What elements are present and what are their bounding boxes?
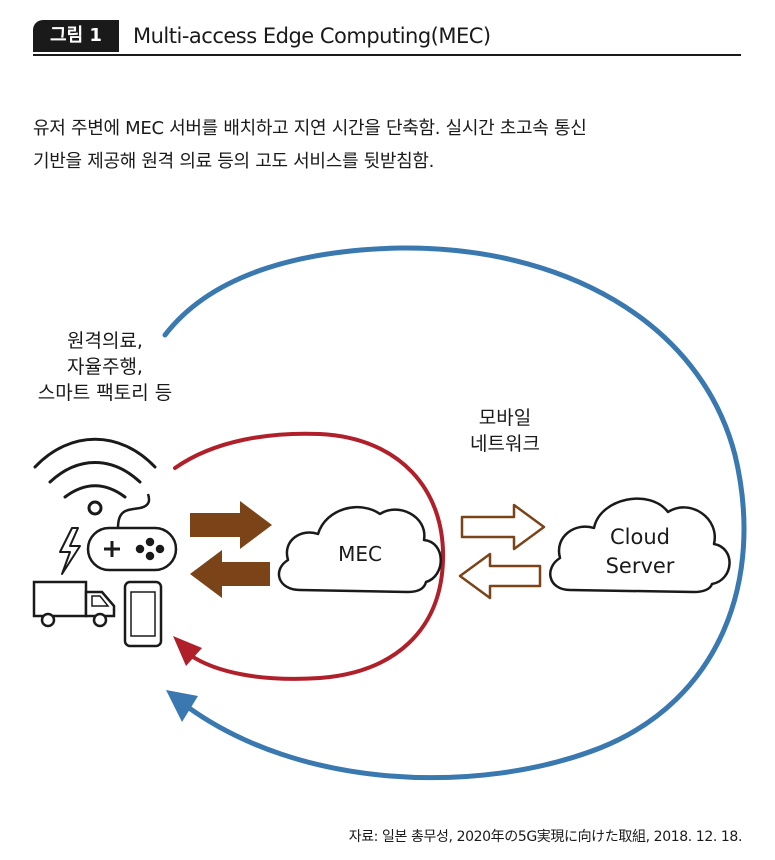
services-line: 스마트 팩토리 등 <box>37 382 173 404</box>
services-line: 자율주행, <box>67 356 143 378</box>
outer-loop-arrowhead <box>166 690 198 722</box>
description-line-1: 유저 주변에 MEC 서버를 배치하고 지연 시간을 단축함. 실시간 초고속 … <box>33 118 587 139</box>
arrow-from-mec <box>190 550 270 598</box>
figure-header: 그림 1 Multi-access Edge Computing(MEC) <box>33 14 741 56</box>
cloud-server-shape <box>549 497 731 594</box>
cloud-line: Cloud <box>610 525 670 549</box>
inner-loop-arrow <box>173 431 446 681</box>
description-line-2: 기반을 제공해 원격 의료 등의 고도 서비스를 뒷받침함. <box>33 151 435 172</box>
mec-label: MEC <box>338 542 382 566</box>
mec-cloud <box>277 505 442 594</box>
network-line: 모바일 <box>478 407 532 429</box>
network-line: 네트워크 <box>470 433 540 455</box>
figure-description: 유저 주변에 MEC 서버를 배치하고 지연 시간을 단축함. 실시간 초고속 … <box>33 112 748 178</box>
lightning-icon <box>59 527 81 575</box>
services-label: 원격의료, 자율주행, 스마트 팩토리 등 <box>5 328 205 406</box>
figure-badge: 그림 1 <box>33 20 119 52</box>
wifi-icon <box>33 437 157 516</box>
gamepad-icon <box>86 493 178 572</box>
inner-loop-arrowhead <box>173 636 202 666</box>
source-note: 자료: 일본 총무성, 2020年の5G実現に向けた取組, 2018. 12. … <box>348 829 743 845</box>
cloud-line: Server <box>605 554 675 578</box>
arrow-to-cloud <box>460 503 546 551</box>
truck-icon <box>32 580 116 628</box>
arrow-to-mec <box>190 501 272 549</box>
arrow-from-cloud <box>458 552 542 600</box>
outer-loop-arrow <box>162 245 747 781</box>
smartphone-icon <box>123 580 163 648</box>
services-line: 원격의료, <box>67 330 143 352</box>
cloud-server-label: Cloud Server <box>590 523 690 581</box>
mobile-network-label: 모바일 네트워크 <box>440 405 570 457</box>
figure-title: Multi-access Edge Computing(MEC) <box>133 24 491 48</box>
